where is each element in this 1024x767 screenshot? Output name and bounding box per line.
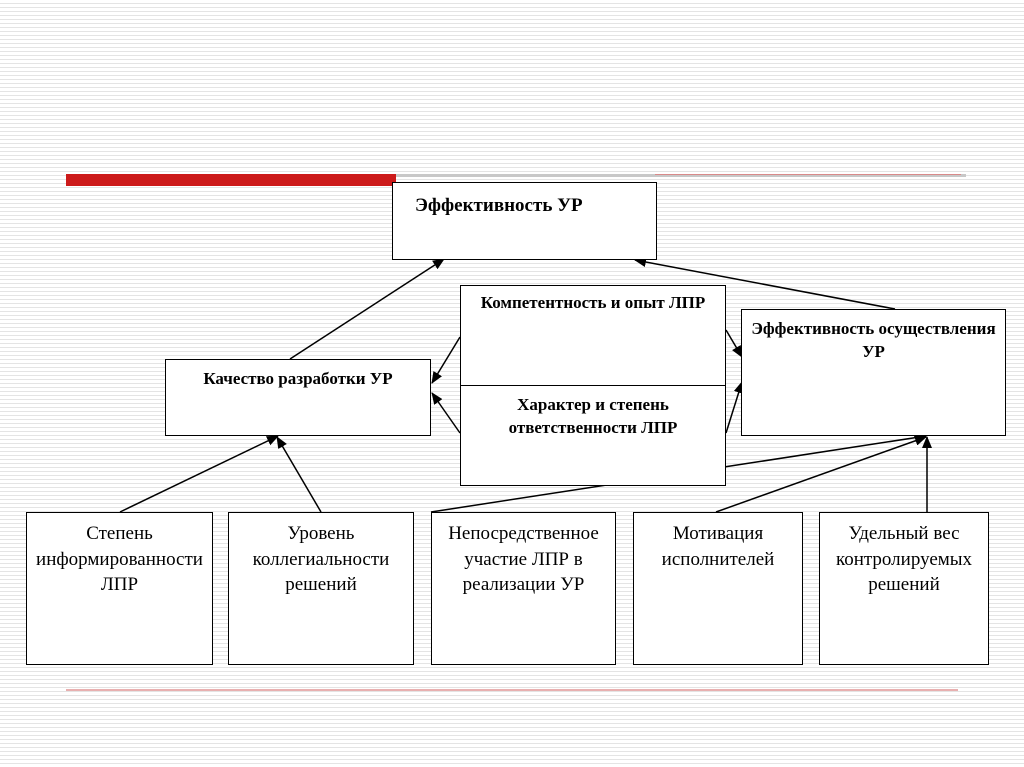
node-quality-label: Качество разработки УР xyxy=(203,369,393,388)
node-competence-label: Компетентность и опыт ЛПР xyxy=(480,293,706,312)
node-implementation-label: Эффективность осуществления УР xyxy=(751,319,996,361)
factor-control: Удельный вес контролируемых решений xyxy=(819,512,989,665)
node-divider xyxy=(461,385,725,386)
arrow-information-to-quality xyxy=(119,435,279,513)
factor-collegiality: Уровень коллегиальности решений xyxy=(228,512,414,665)
arrow-competence-to-implementation xyxy=(725,329,743,358)
node-effectiveness: Эффективность УР xyxy=(392,182,657,260)
grey-accent-bar xyxy=(396,174,966,177)
factor-information: Степень информированности ЛПР xyxy=(26,512,213,665)
node-decision-maker: Компетентность и опыт ЛПР Характер и сте… xyxy=(460,285,726,486)
arrow-quality-to-top xyxy=(289,258,445,360)
arrow-motivation-to-implementation xyxy=(715,435,927,513)
arrow-competence-to-quality xyxy=(431,336,461,384)
node-effectiveness-label: Эффективность УР xyxy=(415,195,583,216)
factor-motivation: Мотивация исполнителей xyxy=(633,512,803,665)
bottom-divider xyxy=(66,689,958,691)
node-competence: Компетентность и опыт ЛПР xyxy=(461,286,725,386)
red-accent-bar xyxy=(66,174,396,186)
factor-information-label: Степень информированности ЛПР xyxy=(36,523,203,596)
node-implementation: Эффективность осуществления УР xyxy=(741,309,1006,436)
factor-participation-label: Непосредственное участие ЛПР в реализаци… xyxy=(448,523,599,596)
arrow-responsibility-to-quality xyxy=(431,392,461,434)
node-quality: Качество разработки УР xyxy=(165,359,431,436)
node-responsibility: Характер и степень ответственности ЛПР xyxy=(461,394,725,440)
node-responsibility-label: Характер и степень ответственности ЛПР xyxy=(508,395,678,437)
thin-accent-line xyxy=(655,174,961,175)
factor-control-label: Удельный вес контролируемых решений xyxy=(835,523,973,596)
factor-participation: Непосредственное участие ЛПР в реализаци… xyxy=(431,512,616,665)
arrow-collegiality-to-quality xyxy=(276,436,322,513)
arrow-implementation-to-top xyxy=(634,257,896,310)
factor-motivation-label: Мотивация исполнителей xyxy=(661,523,775,570)
arrow-responsibility-to-implementation xyxy=(725,381,744,434)
factor-collegiality-label: Уровень коллегиальности решений xyxy=(252,523,390,596)
